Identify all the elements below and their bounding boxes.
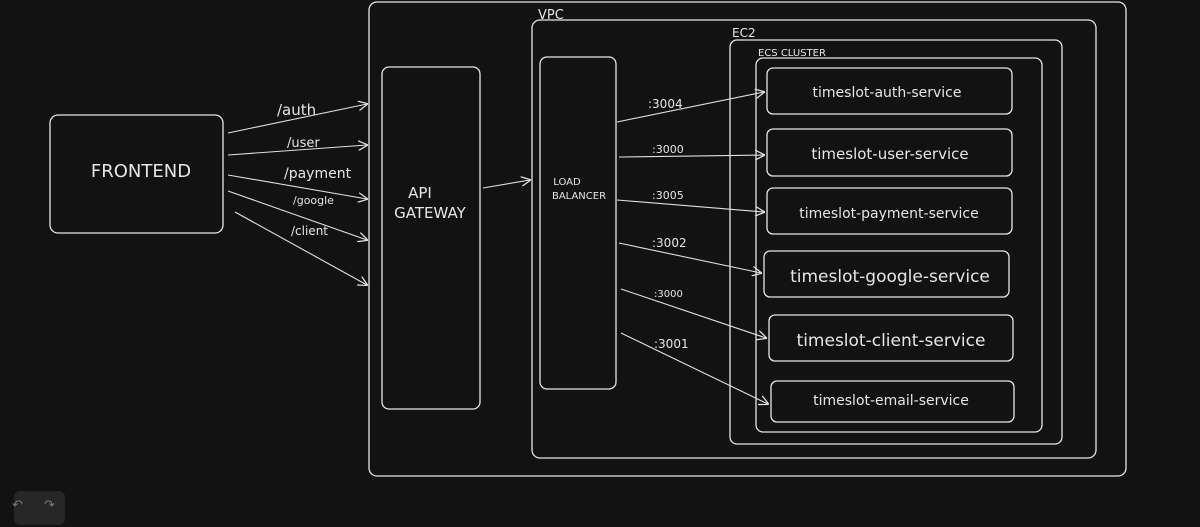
route-arrow-google bbox=[227, 190, 367, 240]
api-gateway-label-line1: API bbox=[408, 184, 432, 202]
undo-icon[interactable]: ↶ bbox=[12, 498, 23, 513]
load-balancer-box[interactable] bbox=[539, 56, 617, 390]
route-label-google: /google bbox=[293, 194, 334, 207]
ec2-label: EC2 bbox=[732, 26, 756, 40]
port-label-client: :3000 bbox=[654, 289, 683, 300]
vpc-label: VPC bbox=[538, 8, 564, 23]
service-box-google[interactable] bbox=[763, 250, 1010, 298]
service-box-client[interactable] bbox=[768, 314, 1014, 362]
route-arrow-user bbox=[227, 145, 367, 156]
frontend-box[interactable] bbox=[49, 114, 224, 234]
load-balancer-label-line1: LOAD bbox=[553, 177, 581, 188]
port-label-email: :3001 bbox=[654, 337, 689, 351]
port-arrows bbox=[616, 92, 768, 404]
api-gateway-box[interactable] bbox=[381, 66, 481, 410]
ec2-box[interactable] bbox=[531, 19, 1097, 459]
service-box-email[interactable] bbox=[770, 380, 1015, 423]
port-arrow-email bbox=[620, 332, 768, 404]
route-label-user: /user bbox=[287, 136, 320, 151]
port-label-google: :3002 bbox=[652, 236, 687, 250]
ecs-cluster-outer-box[interactable] bbox=[729, 39, 1063, 445]
route-arrow-client bbox=[234, 211, 367, 285]
ecs-cluster-label: ECS CLUSTER bbox=[758, 48, 826, 59]
port-label-auth: :3004 bbox=[648, 97, 683, 111]
service-box-auth[interactable] bbox=[766, 67, 1013, 115]
route-label-payment: /payment bbox=[284, 166, 352, 182]
route-arrows bbox=[227, 104, 367, 285]
service-box-user[interactable] bbox=[766, 128, 1013, 177]
port-arrow-auth bbox=[616, 92, 764, 123]
service-label-google: timeslot-google-service bbox=[790, 267, 990, 287]
service-label-email: timeslot-email-service bbox=[813, 393, 969, 409]
service-box-payment[interactable] bbox=[766, 187, 1013, 235]
gateway-to-lb-arrow bbox=[482, 180, 530, 189]
frontend-label: FRONTEND bbox=[91, 161, 191, 182]
undo-redo-toolbar: ↶ ↷ bbox=[12, 491, 65, 525]
route-arrow-auth bbox=[227, 104, 367, 134]
service-label-user: timeslot-user-service bbox=[811, 145, 968, 163]
port-arrow-user bbox=[618, 155, 764, 157]
route-label-client: /client bbox=[291, 224, 328, 238]
api-gateway-label-line2: GATEWAY bbox=[394, 204, 466, 222]
route-arrow-payment bbox=[227, 174, 367, 199]
service-label-payment: timeslot-payment-service bbox=[799, 206, 978, 222]
port-arrow-payment bbox=[616, 199, 764, 212]
port-arrow-google bbox=[618, 242, 761, 273]
load-balancer-label-line2: BALANCER bbox=[552, 191, 606, 202]
port-label-payment: :3005 bbox=[652, 189, 684, 202]
service-label-client: timeslot-client-service bbox=[797, 331, 986, 351]
ecs-cluster-box[interactable] bbox=[755, 57, 1043, 433]
service-label-auth: timeslot-auth-service bbox=[813, 85, 962, 101]
service-list: timeslot-auth-service timeslot-user-serv… bbox=[763, 67, 1015, 423]
route-label-auth: /auth bbox=[277, 101, 316, 119]
port-label-user: :3000 bbox=[652, 143, 684, 156]
redo-icon[interactable]: ↷ bbox=[44, 498, 55, 513]
port-arrow-client bbox=[620, 288, 766, 338]
